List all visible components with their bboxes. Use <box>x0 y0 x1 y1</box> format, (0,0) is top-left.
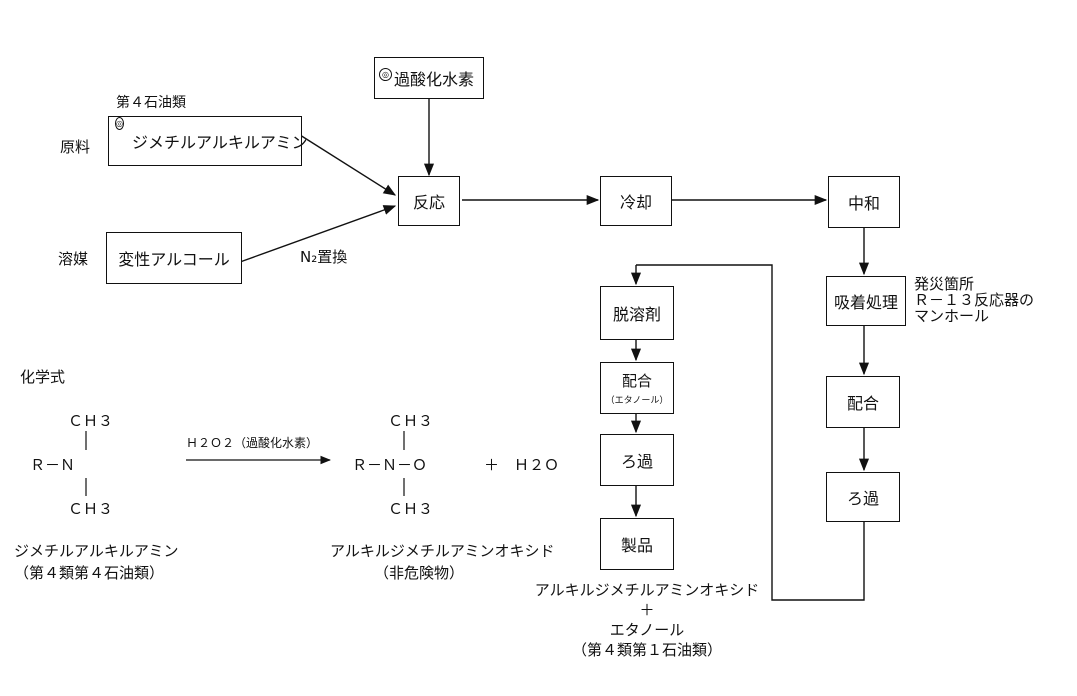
product-note-line-1: アルキルジメチルアミンオキシド <box>534 581 760 599</box>
product-note-line-2: ＋ <box>639 601 655 619</box>
blend-left-box: 配合 （エタノール） <box>600 362 674 414</box>
disaster-note-line-2: Ｒ－１３反応器の <box>914 291 1035 309</box>
solvent-label: 溶媒 <box>58 250 89 268</box>
product-name: アルキルジメチルアミンオキシド <box>330 542 555 560</box>
product-box: 製品 <box>600 518 674 570</box>
filter-right-box: ろ過 <box>826 472 900 522</box>
disaster-location-note: 発災箇所 Ｒ－１３反応器の マンホール <box>914 276 1034 324</box>
reactant-r-n: Ｒ－Ｎ <box>30 456 76 474</box>
product-class: （非危険物） <box>374 564 465 582</box>
reagent-label: Ｈ２Ｏ２（過酸化水素） <box>186 436 319 450</box>
disaster-note-line-1: 発災箇所 <box>914 275 975 293</box>
reactant-ch3-bottom: ＣＨ３ <box>68 500 114 518</box>
disaster-note-line-3: マンホール <box>914 307 990 325</box>
blend-left-label: 配合 <box>621 372 652 390</box>
petroleum-class-label: 第４石油類 <box>116 95 186 111</box>
raw-material-label: 原料 <box>60 138 91 156</box>
peroxide-box-label: 過酸化水素 <box>394 70 475 89</box>
blend-right-box: 配合 <box>826 376 900 428</box>
modified-alcohol-box: 変性アルコール <box>106 232 242 284</box>
n2-purge-label: N₂置換 <box>300 248 348 266</box>
hazard-mark-icon: ◎ <box>115 117 124 130</box>
blend-left-sub: （エタノール） <box>605 396 669 406</box>
filter-left-box: ろ過 <box>600 434 674 486</box>
product-ch3-bottom: ＣＨ３ <box>388 500 434 518</box>
amine-box: ◎ ジメチルアルキルアミン <box>108 116 308 166</box>
reactant-ch3-top: ＣＨ３ <box>68 412 114 430</box>
amine-box-label: ジメチルアルキルアミン <box>131 133 308 152</box>
reaction-box: 反応 <box>398 176 460 226</box>
peroxide-box: ◎ 過酸化水素 <box>374 57 484 99</box>
product-plus-water: ＋ Ｈ２Ｏ <box>484 456 560 474</box>
product-note-line-4: （第４類第１石油類） <box>571 641 722 659</box>
desolvent-box: 脱溶剤 <box>600 286 674 340</box>
adsorption-box: 吸着処理 <box>826 276 906 326</box>
hazard-mark-icon: ◎ <box>379 67 392 81</box>
arrow-amine-to-reaction <box>299 134 397 196</box>
neutralize-box: 中和 <box>828 176 900 228</box>
reactant-name: ジメチルアルキルアミン <box>14 542 179 560</box>
product-r-n-o: Ｒ－Ｎ－Ｏ <box>352 456 428 474</box>
cooling-box: 冷却 <box>600 176 672 226</box>
product-composition-note: アルキルジメチルアミンオキシド ＋ エタノール （第４類第１石油類） <box>512 580 782 660</box>
formula-heading: 化学式 <box>20 368 66 386</box>
arrow-alcohol-to-reaction <box>239 205 397 263</box>
return-loop-line <box>636 264 865 601</box>
product-ch3-top: ＣＨ３ <box>388 412 434 430</box>
product-note-line-3: エタノール <box>609 621 685 639</box>
reactant-class: （第４類第４石油類） <box>14 564 165 582</box>
